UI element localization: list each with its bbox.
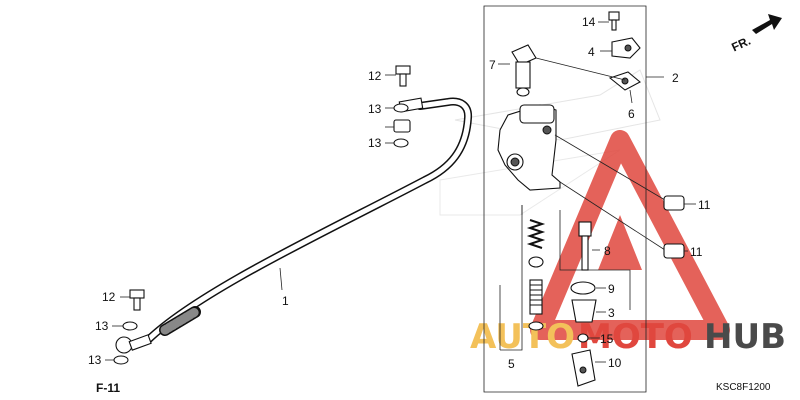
mounting-bolt-a [663, 195, 685, 211]
drawing-code: KSC8F1200 [716, 382, 771, 393]
watermark-brand-suffix: HUB [704, 317, 786, 357]
lower-washer-a [122, 321, 138, 331]
part-label-12-upper: 12 [368, 69, 382, 83]
piston [529, 279, 543, 315]
part-label-13-d: 13 [88, 353, 102, 367]
watermark-brand-prefix: AUTO [470, 317, 575, 357]
part-label-11-upper: 11 [698, 198, 711, 212]
arrow-icon [752, 14, 782, 34]
part-label-6: 6 [628, 107, 635, 121]
reservoir-plate [608, 71, 641, 91]
part-label-1: 1 [282, 294, 289, 308]
upper-bolt [395, 65, 411, 87]
spring [526, 219, 546, 249]
part-label-7: 7 [489, 58, 496, 72]
watermark-text: AUTO MOTO HUB [470, 317, 786, 357]
part-label-3: 3 [608, 306, 615, 320]
lock-nut [577, 333, 589, 343]
upper-hose-joint [393, 119, 411, 133]
part-label-13-c: 13 [95, 319, 109, 333]
assembly-frame [483, 5, 664, 393]
part-label-5: 5 [508, 357, 515, 371]
upper-hose-fasteners [385, 65, 411, 148]
part-label-2: 2 [672, 71, 679, 85]
part-label-10: 10 [608, 356, 622, 370]
part-label-13-a: 13 [368, 102, 382, 116]
mounting-bolt-b [663, 243, 685, 259]
boot [571, 299, 597, 323]
upper-washer-b [393, 138, 409, 148]
direction-marker: FR. [729, 14, 782, 54]
reservoir-joint [511, 44, 537, 97]
brake-hose [115, 97, 473, 354]
reservoir-parts [498, 11, 641, 104]
part-label-12-lower: 12 [102, 290, 116, 304]
part-label-13-b: 13 [368, 136, 382, 150]
master-cylinder-body [497, 104, 666, 251]
lower-bolt [129, 289, 145, 311]
cap-screw [608, 11, 620, 31]
lower-washer-b [113, 355, 129, 365]
internal-parts [526, 195, 696, 387]
part-label-14: 14 [582, 15, 596, 29]
part-label-9: 9 [608, 282, 615, 296]
part-label-4: 4 [588, 45, 595, 59]
lower-hose-fasteners [105, 289, 145, 365]
direction-marker-label: FR. [729, 34, 752, 55]
piston-cup [528, 256, 544, 268]
upper-washer-a [393, 103, 409, 113]
part-label-8: 8 [604, 244, 611, 258]
reference-label: F-11 [96, 381, 120, 395]
clevis [571, 349, 596, 387]
part-labels: 1 2 3 4 5 6 7 8 9 10 11 11 12 12 13 13 1… [88, 15, 711, 371]
reservoir-cap [611, 37, 641, 59]
watermark-brand-middle: MOTO [578, 317, 693, 357]
push-rod [578, 221, 592, 271]
part-label-11-lower: 11 [690, 245, 703, 259]
piston-washer [528, 321, 544, 331]
part-label-15: 15 [600, 332, 614, 346]
circlip [570, 281, 596, 295]
